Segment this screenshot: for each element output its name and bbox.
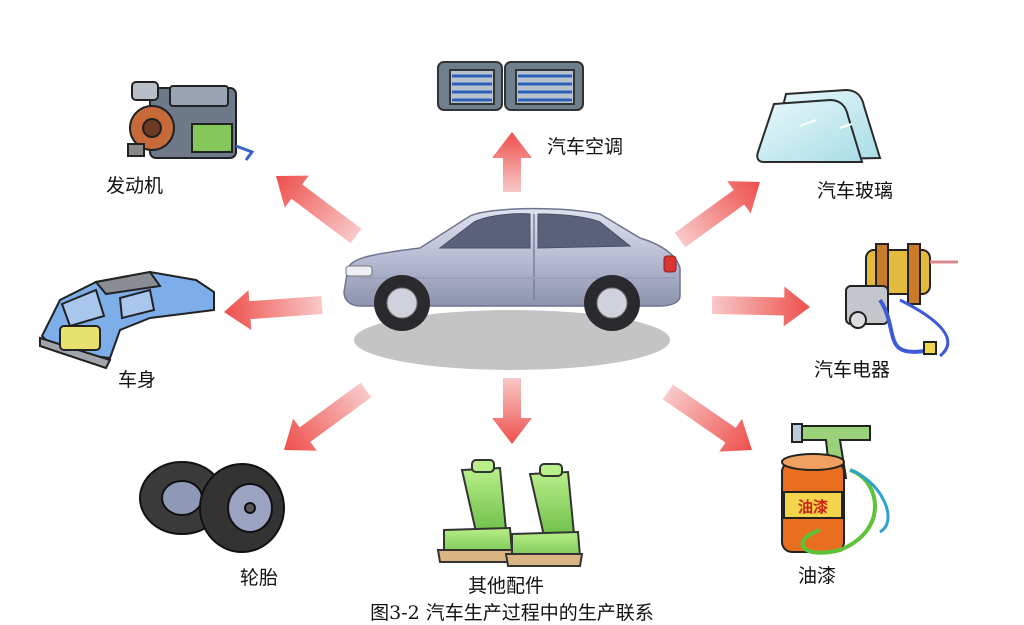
- arrow-to-glass: [674, 181, 761, 248]
- arrow-to-tires: [284, 382, 372, 451]
- air-conditioner-icon: [437, 61, 584, 111]
- tires-icon: [139, 461, 285, 553]
- label-glass: 汽车玻璃: [817, 180, 893, 202]
- label-seats: 其他配件: [468, 575, 544, 597]
- car-seats-icon: [436, 459, 584, 567]
- arrows: [223, 132, 810, 452]
- paint-can-spray-gun-icon: 油漆: [781, 423, 890, 555]
- sedan-car-icon: [343, 207, 681, 370]
- arrow-to-engine: [276, 175, 362, 244]
- arrow-to-body: [223, 290, 323, 331]
- arrow-to-seats: [492, 378, 532, 444]
- figure-caption: 图3-2 汽车生产过程中的生产联系: [370, 602, 654, 624]
- component-labels: 汽车空调 汽车玻璃 汽车电器 油漆 其他配件 轮胎 车身 发动机: [106, 136, 893, 597]
- electrical-motor-icon: [845, 243, 958, 358]
- windshield-glass-icon: [756, 88, 882, 163]
- car-body-shell-icon: [39, 270, 215, 370]
- label-electrical: 汽车电器: [814, 359, 890, 381]
- label-air-conditioner: 汽车空调: [547, 136, 623, 158]
- label-paint: 油漆: [798, 565, 836, 587]
- arrow-to-paint: [662, 384, 752, 452]
- car-shadow: [354, 310, 670, 370]
- label-tires: 轮胎: [240, 567, 278, 589]
- arrow-to-air-conditioner: [492, 132, 532, 192]
- label-engine: 发动机: [106, 175, 163, 197]
- label-body: 车身: [118, 369, 156, 391]
- arrow-to-electrical: [711, 286, 810, 327]
- paint-can-label: 油漆: [798, 498, 828, 516]
- engine-icon: [127, 81, 255, 161]
